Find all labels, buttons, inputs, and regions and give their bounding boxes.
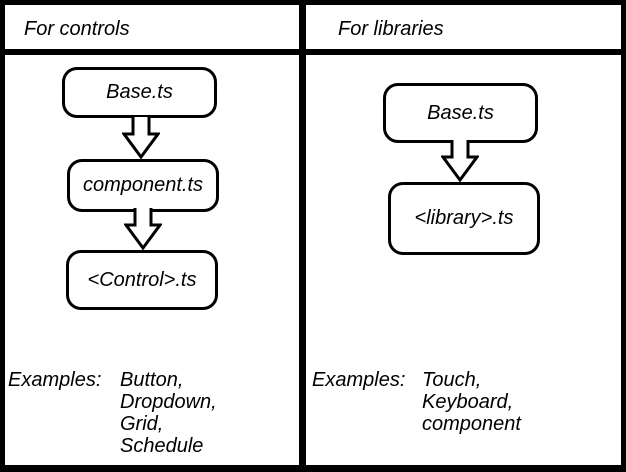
- arrow-down-icon: [441, 140, 479, 182]
- examples-list-controls: Button, Dropdown, Grid, Schedule: [120, 369, 217, 457]
- flow-box-base-libraries: Base.ts: [383, 83, 538, 143]
- flow-box-control: <Control>.ts: [66, 250, 218, 310]
- flow-box-label: <library>.ts: [414, 207, 514, 229]
- header-separator: [5, 49, 621, 55]
- example-item: Button,: [120, 369, 184, 391]
- flow-box-base-controls: Base.ts: [62, 67, 217, 118]
- left-panel-title: For controls: [24, 18, 130, 40]
- examples-label-libraries: Examples:: [312, 369, 406, 391]
- flow-box-label: Base.ts: [427, 101, 494, 124]
- panel-divider: [299, 5, 306, 465]
- example-item: Dropdown,: [120, 391, 217, 413]
- examples-label-controls: Examples:: [8, 369, 102, 391]
- flow-box-label: Base.ts: [106, 81, 173, 103]
- example-item: Touch,: [422, 369, 482, 391]
- flow-box-library: <library>.ts: [388, 182, 540, 255]
- flow-box-label: <Control>.ts: [87, 268, 197, 291]
- flow-box-label: component.ts: [82, 174, 204, 196]
- arrow-down-icon: [124, 208, 162, 250]
- example-item: Keyboard,: [422, 391, 514, 413]
- example-item: Grid,: [120, 413, 164, 435]
- examples-list-libraries: Touch, Keyboard, component: [422, 369, 521, 435]
- example-item: component: [422, 413, 521, 435]
- flow-box-component: component.ts: [67, 159, 219, 212]
- arrow-down-icon: [122, 117, 160, 159]
- right-panel-title: For libraries: [338, 18, 444, 40]
- example-item: Schedule: [120, 435, 204, 457]
